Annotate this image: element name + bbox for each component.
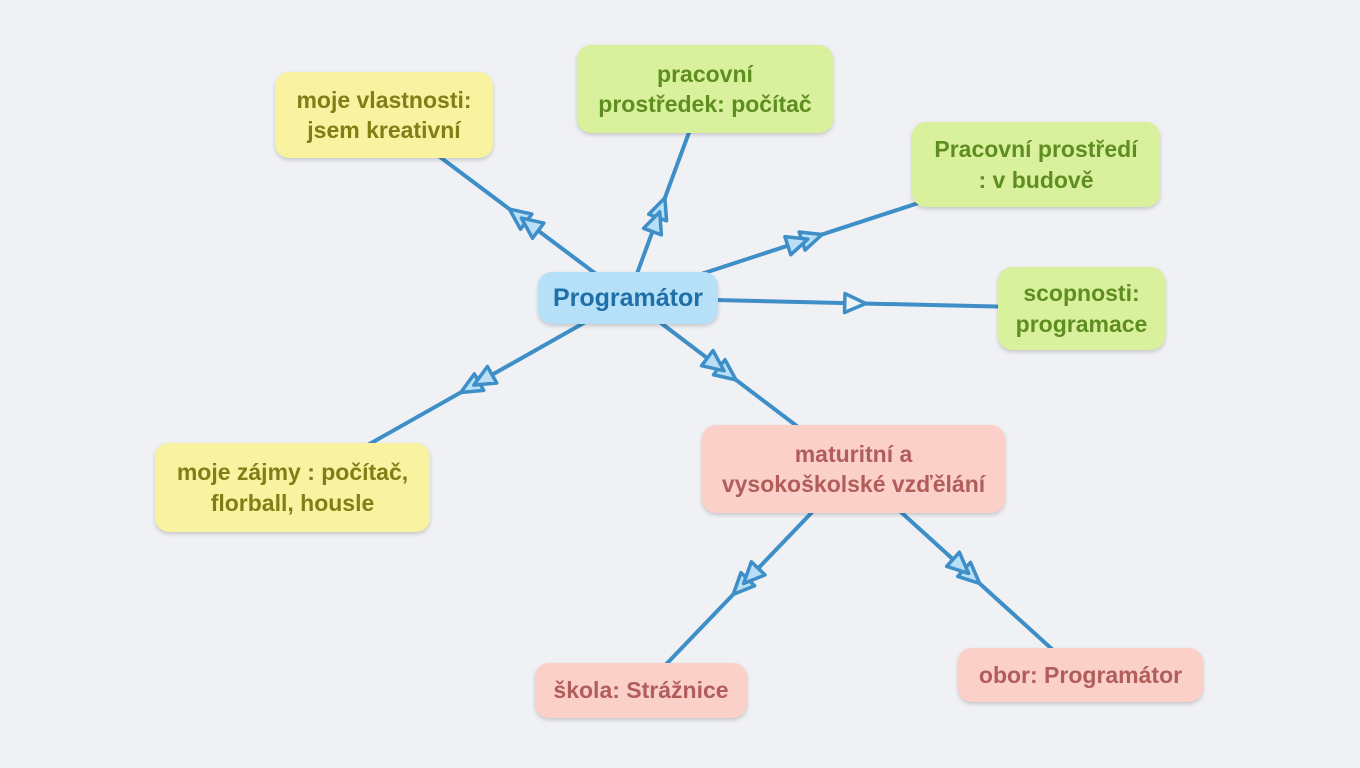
node-prostredek[interactable]: pracovní prostředek: počítač (577, 45, 833, 133)
node-zajmy[interactable]: moje zájmy : počítač, florball, housle (155, 443, 430, 532)
arrowhead-icon (641, 210, 664, 237)
node-programator[interactable]: Programátor (538, 272, 718, 324)
node-skola[interactable]: škola: Strážnice (535, 663, 747, 718)
arrowhead-icon (944, 550, 971, 576)
node-obor[interactable]: obor: Programátor (958, 648, 1203, 702)
arrowhead-icon (783, 234, 810, 257)
node-vlastnosti[interactable]: moje vlastnosti: jsem kreativní (275, 72, 493, 158)
node-maturitni[interactable]: maturitní a vysokoškolské vzďělání (702, 425, 1005, 513)
arrowhead-icon (699, 348, 726, 373)
arrowhead-icon (472, 364, 499, 387)
arrowhead-icon (842, 291, 868, 315)
node-scopnosti[interactable]: scopnosti: programace (998, 267, 1165, 350)
arrowhead-icon (741, 560, 767, 586)
node-prostredi[interactable]: Pracovní prostředí : v budově (912, 122, 1160, 207)
arrowhead-icon (519, 216, 546, 240)
